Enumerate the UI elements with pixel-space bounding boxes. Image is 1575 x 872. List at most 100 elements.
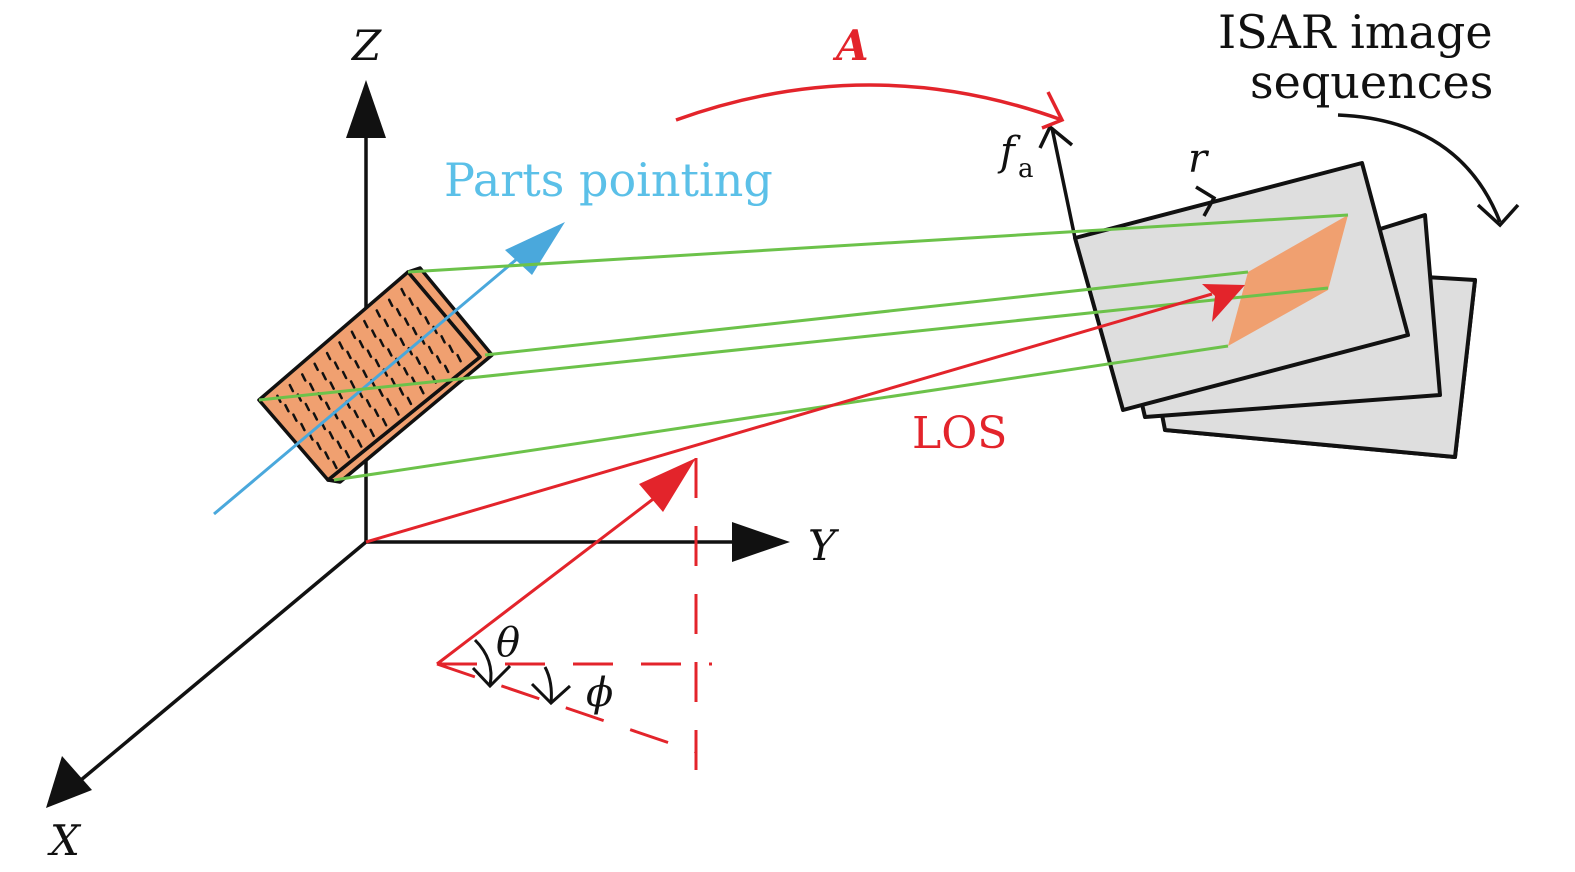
texture-dash: [324, 451, 330, 460]
image-sequences-label-line2: sequences: [1250, 55, 1493, 109]
theta-label: θ: [496, 620, 520, 666]
theta-arrowhead-icon: [471, 664, 512, 689]
texture-dash: [341, 370, 348, 380]
texture-dash: [374, 358, 381, 368]
texture-dash: [363, 319, 369, 329]
sequence-curved-arrow: [1337, 113, 1502, 223]
texture-dash: [313, 362, 319, 372]
texture-dash: [406, 396, 413, 406]
texture-dash: [357, 439, 363, 448]
texture-dash: [284, 403, 290, 413]
los-arrowhead-icon: [1202, 284, 1245, 322]
texture-dash: [411, 326, 418, 336]
azimuth-projection-dashed: [436, 662, 697, 754]
texture-dash: [292, 413, 298, 422]
texture-dash: [383, 318, 389, 328]
texture-dash: [456, 353, 462, 363]
texture-dash: [369, 428, 375, 438]
texture-dash: [344, 449, 351, 459]
texture-dash: [443, 364, 450, 374]
x-axis: [73, 540, 368, 787]
texture-dash: [395, 307, 402, 317]
projection-line: [333, 344, 1229, 482]
projection-line: [258, 286, 1329, 402]
los-line: [365, 292, 1213, 544]
rotation-arc: [675, 83, 1063, 122]
range-arrowhead-icon: [1195, 185, 1217, 217]
texture-dash: [379, 338, 385, 348]
phi-arrowhead-icon: [530, 682, 572, 706]
parts-pointing-label: Parts pointing: [444, 153, 773, 207]
texture-dash: [423, 365, 429, 375]
texture-dash: [371, 329, 377, 338]
texture-dash: [341, 420, 347, 429]
texture-dash: [361, 419, 367, 428]
texture-dash: [304, 402, 311, 412]
texture-dash: [386, 397, 392, 407]
rotation-arrowhead-icon: [1041, 91, 1065, 130]
texture-dash: [403, 367, 409, 376]
direction-arrowhead-icon: [639, 458, 696, 512]
parts-pointing-axis: [213, 246, 531, 516]
texture-dash: [350, 330, 357, 340]
texture-dash: [325, 351, 332, 361]
target-image-patch: [1228, 215, 1348, 346]
texture-dash: [312, 412, 319, 421]
image-sequences-label-line1: ISAR image: [1218, 5, 1493, 59]
texture-dash: [358, 339, 365, 349]
texture-dash: [301, 373, 307, 382]
projection-line: [484, 270, 1249, 357]
texture-dash: [416, 306, 422, 316]
azimuth-freq-arrowhead-icon: [1038, 124, 1074, 149]
texture-dash: [365, 399, 372, 408]
texture-dash: [424, 316, 430, 325]
parts-pointing-arrowhead-icon: [505, 222, 565, 275]
texture-dash: [321, 371, 327, 381]
texture-dash: [435, 355, 442, 364]
texture-dash: [300, 422, 306, 432]
texture-dash: [288, 383, 295, 393]
texture-dash: [349, 380, 356, 389]
z-arrowhead-icon: [346, 80, 386, 138]
texture-dash: [427, 345, 434, 355]
texture-dash: [332, 460, 338, 470]
texture-dash: [408, 297, 414, 306]
texture-dash: [309, 382, 315, 392]
texture-dash: [346, 350, 352, 360]
y-axis-label: Y: [808, 521, 840, 570]
z-axis-label: Z: [350, 21, 382, 70]
x-axis-label: X: [47, 816, 82, 865]
texture-dash: [354, 360, 360, 369]
texture-dash: [329, 381, 335, 390]
texture-dash: [381, 417, 388, 427]
texture-dash: [394, 407, 400, 416]
texture-dash: [349, 429, 355, 439]
texture-dash: [419, 385, 425, 395]
azimuth-freq-axis: [1050, 127, 1077, 239]
direction-vector: [436, 488, 666, 666]
range-label: r: [1188, 136, 1210, 182]
texture-dash: [375, 309, 381, 318]
texture-dash: [325, 401, 331, 411]
texture-dash: [373, 408, 380, 418]
texture-dash: [337, 390, 343, 400]
texture-dash: [387, 348, 393, 357]
texture-dash: [398, 387, 405, 396]
x-arrowhead-icon: [46, 756, 92, 808]
texture-dash: [366, 349, 373, 358]
rotation-label: A: [832, 21, 869, 70]
phi-label: ϕ: [586, 670, 613, 716]
texture-dash: [391, 328, 397, 337]
texture-dash: [390, 377, 397, 387]
phi-arc: [543, 666, 553, 704]
texture-dash: [336, 440, 343, 450]
texture-dash: [328, 431, 335, 440]
texture-dash: [400, 287, 406, 297]
theta-arc: [473, 638, 493, 686]
texture-dash: [448, 344, 454, 354]
texture-dash: [333, 361, 340, 370]
texture-dash: [415, 356, 421, 365]
texture-dash: [378, 388, 384, 397]
sequence-arrowhead-icon: [1476, 203, 1520, 228]
